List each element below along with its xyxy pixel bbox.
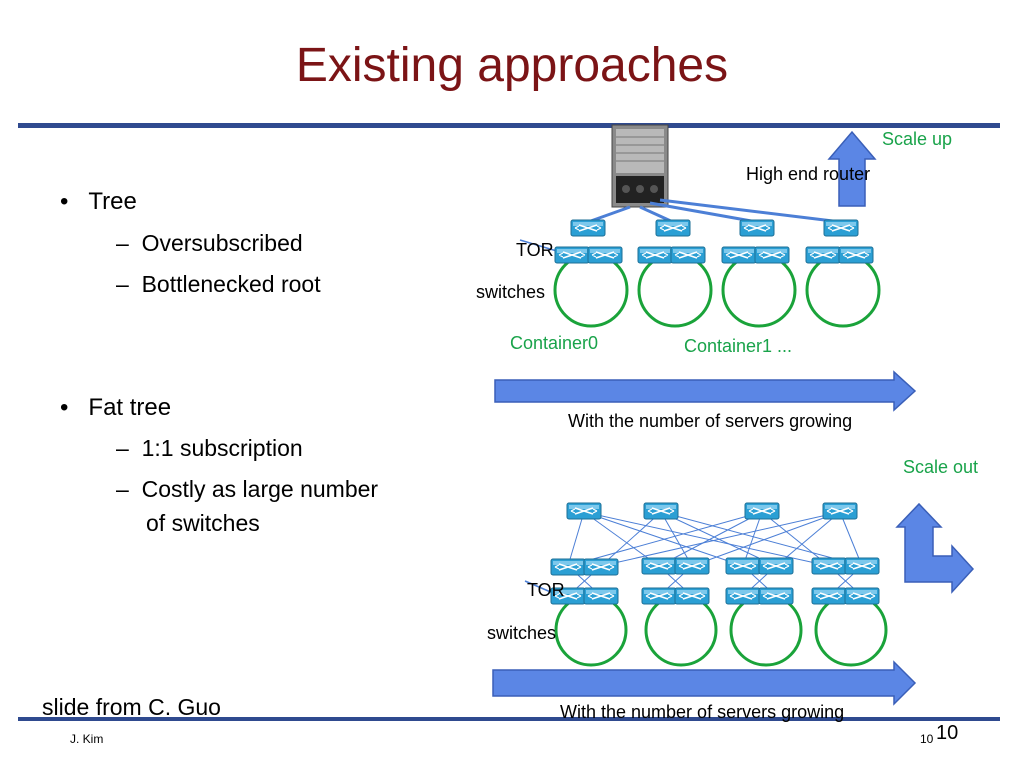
growth-caption: With the number of servers growing — [568, 411, 853, 431]
top-divider — [18, 123, 1000, 128]
fat-tree-containers — [554, 593, 888, 667]
switch-icon — [670, 246, 706, 264]
sub-bullet: – Bottlenecked root — [116, 271, 321, 297]
slide-title: Existing approaches — [295, 39, 729, 92]
growth-arrow — [492, 660, 917, 706]
switch-icon — [674, 587, 710, 605]
container-circle — [637, 252, 713, 328]
container-circle — [814, 593, 888, 667]
switch-icon — [721, 246, 757, 264]
container1-label: Container1 ... — [684, 336, 793, 356]
tor-label: TOR — [527, 580, 565, 600]
switch-icon — [811, 587, 847, 605]
fat-tree-core-links — [567, 511, 863, 567]
switches-label: switches — [476, 282, 546, 302]
scale-out-label: Scale out — [903, 457, 979, 477]
switch-icon — [570, 219, 606, 237]
switch-icon — [844, 587, 880, 605]
scale-up-arrow — [827, 130, 877, 207]
switch-icon — [744, 502, 780, 520]
growth-caption: With the number of servers growing — [560, 702, 845, 722]
sub-bullet-label: Costly as large number — [141, 476, 379, 502]
switch-icon — [844, 557, 880, 575]
router-icon — [611, 124, 669, 208]
switch-icon — [725, 557, 761, 575]
sub-bullet: – Costly as large number — [116, 476, 379, 502]
sub-bullet-label: of switches — [146, 510, 260, 536]
switch-icon — [758, 557, 794, 575]
sub-bullet-label: Oversubscribed — [141, 230, 303, 256]
tree-containers — [553, 252, 881, 328]
switch-icon — [641, 557, 677, 575]
switch-icon — [637, 246, 673, 264]
sub-bullet-continuation: of switches — [146, 510, 260, 537]
switch-icon — [655, 219, 691, 237]
switch-icon — [587, 246, 623, 264]
switch-icon — [838, 246, 874, 264]
tree-switches — [554, 219, 874, 264]
switch-icon — [823, 219, 859, 237]
sub-bullet-label: Bottlenecked root — [141, 271, 321, 297]
sub-bullet-label: 1:1 subscription — [141, 435, 303, 461]
switch-icon — [550, 558, 586, 576]
page-number: 10 — [936, 722, 959, 744]
switch-icon — [822, 502, 858, 520]
switches-label: switches — [487, 623, 557, 643]
switch-icon — [725, 587, 761, 605]
slide-credit: slide from C. Guo — [42, 694, 221, 720]
container-circle — [553, 252, 629, 328]
switch-icon — [674, 557, 710, 575]
bullet-label: Fat tree — [88, 394, 172, 421]
page-number-small: 10 — [920, 732, 934, 746]
switch-icon — [811, 557, 847, 575]
sub-bullet: – 1:1 subscription — [116, 435, 303, 461]
bullet-fat-tree: • Fat tree — [60, 394, 172, 421]
container-circle — [805, 252, 881, 328]
container0-label: Container0 — [510, 333, 599, 353]
container-circle — [554, 593, 628, 667]
author-label: J. Kim — [70, 732, 104, 746]
router-label: High end router — [746, 164, 871, 184]
container-circle — [644, 593, 718, 667]
switch-icon — [566, 502, 602, 520]
fat-tree-switches — [550, 502, 880, 605]
switch-icon — [583, 587, 619, 605]
sub-bullet: – Oversubscribed — [116, 230, 303, 256]
tor-label: TOR — [516, 240, 554, 260]
bottom-divider — [18, 717, 1000, 721]
switch-icon — [643, 502, 679, 520]
bullet-tree: • Tree — [60, 188, 137, 215]
switch-icon — [739, 219, 775, 237]
scale-up-label: Scale up — [882, 129, 953, 149]
container-circle — [729, 593, 803, 667]
container-circle — [721, 252, 797, 328]
switch-icon — [583, 558, 619, 576]
switch-icon — [754, 246, 790, 264]
scale-out-arrow — [895, 502, 975, 594]
switch-icon — [758, 587, 794, 605]
switch-icon — [641, 587, 677, 605]
bullet-label: Tree — [88, 188, 137, 215]
switch-icon — [554, 246, 590, 264]
growth-arrow — [494, 370, 917, 412]
switch-icon — [805, 246, 841, 264]
